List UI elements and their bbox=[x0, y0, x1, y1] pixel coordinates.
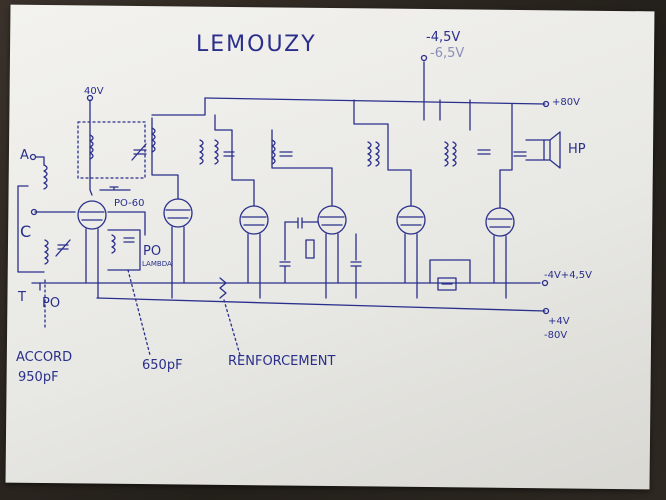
rail-plus4v bbox=[96, 297, 546, 312]
tube-2-legs bbox=[171, 226, 185, 299]
tube-6-grid bbox=[487, 218, 513, 228]
wire-c-loop bbox=[17, 185, 45, 273]
transformer-1 bbox=[367, 141, 380, 167]
pot-bias bbox=[437, 277, 457, 291]
cap-t4-in bbox=[284, 217, 319, 229]
cap-t2 bbox=[131, 143, 147, 161]
label-accord: ACCORD bbox=[16, 350, 73, 365]
tube-6-legs bbox=[493, 235, 507, 299]
tube-5-legs bbox=[404, 233, 418, 299]
box-lambda bbox=[107, 229, 141, 271]
transformer-2 bbox=[444, 141, 457, 167]
speaker-hp bbox=[543, 131, 561, 169]
terminal-plus4v bbox=[542, 307, 550, 315]
coil-t2 bbox=[151, 127, 156, 153]
cap-t5 bbox=[477, 149, 491, 155]
coil-po bbox=[111, 234, 116, 254]
tube-5-plate bbox=[353, 99, 412, 207]
tube-4-legs bbox=[325, 233, 339, 299]
tube-3 bbox=[239, 205, 269, 235]
coil-t3b bbox=[214, 139, 219, 165]
cap-po60 bbox=[99, 186, 131, 191]
cap-t4 bbox=[279, 151, 293, 157]
tube-1 bbox=[77, 200, 107, 230]
page-title: LEMOUZY bbox=[196, 32, 317, 57]
cap-ground-1 bbox=[279, 221, 291, 284]
tube-3-legs bbox=[247, 233, 261, 299]
label-plus80: +80V bbox=[552, 97, 580, 108]
label-po: PO bbox=[42, 296, 61, 311]
coil-accord bbox=[44, 239, 49, 265]
dash-box-1 bbox=[77, 121, 146, 179]
terminal-a bbox=[29, 153, 37, 161]
dash-650 bbox=[127, 269, 151, 356]
coil-antenna bbox=[43, 164, 48, 190]
label-renforcement: RENFORCEMENT bbox=[228, 354, 336, 369]
wire-a bbox=[35, 156, 45, 166]
tube-5 bbox=[396, 205, 426, 235]
tube-6-plate bbox=[499, 103, 513, 209]
label-top-voltage: -4,5V bbox=[426, 30, 461, 45]
rail-plus80 bbox=[204, 97, 546, 105]
wire-t5-top bbox=[439, 99, 471, 131]
resistor-t4 bbox=[305, 239, 315, 259]
wire-po-feed bbox=[107, 211, 146, 236]
cap-hp bbox=[513, 151, 527, 157]
tube-3-grid bbox=[241, 216, 267, 226]
tube-5-grid bbox=[398, 216, 424, 226]
coil-t4 bbox=[271, 139, 276, 165]
label-t: T bbox=[18, 290, 26, 305]
dash-renfo bbox=[223, 299, 241, 356]
label-hp: HP bbox=[568, 142, 586, 157]
tube-4 bbox=[317, 205, 347, 235]
tube-6 bbox=[485, 207, 515, 237]
tube-2 bbox=[163, 198, 193, 228]
label-lambda: LAMBDA bbox=[142, 260, 172, 268]
terminal-plus80 bbox=[542, 100, 550, 108]
tube-2-grid bbox=[165, 209, 191, 219]
resistor-renfo bbox=[219, 277, 227, 299]
terminal-minus45 bbox=[420, 54, 428, 62]
cap-ground-2 bbox=[350, 233, 362, 299]
label-top-voltage-faded: -6,5V bbox=[430, 46, 465, 61]
cap-t3 bbox=[223, 151, 235, 157]
wire-t2-top bbox=[151, 97, 206, 116]
label-40v: 40V bbox=[84, 86, 104, 97]
tube-4-plate bbox=[271, 129, 333, 207]
tube-2-plate bbox=[151, 117, 179, 200]
tube-3-plate bbox=[214, 114, 255, 207]
wire-hp bbox=[525, 139, 545, 161]
terminal-40v bbox=[86, 94, 94, 102]
label-650pf: 650pF bbox=[142, 358, 183, 373]
wire-bias bbox=[429, 259, 471, 284]
label-a: A bbox=[20, 148, 29, 163]
coil-40v bbox=[89, 134, 94, 160]
cap-accord bbox=[55, 239, 71, 257]
tube-1-grid bbox=[79, 211, 105, 221]
coil-t3a bbox=[199, 139, 204, 165]
label-plus4v: +4V bbox=[548, 316, 570, 327]
label-950pf: 950pF bbox=[18, 370, 59, 385]
label-minus80v: -80V bbox=[544, 330, 568, 341]
terminal-c bbox=[30, 208, 38, 216]
label-po-right: PO bbox=[143, 244, 162, 259]
terminal-minus4v bbox=[541, 279, 549, 287]
label-po60: PO-60 bbox=[114, 198, 145, 209]
label-c: C bbox=[20, 222, 32, 241]
tube-1-legs bbox=[85, 228, 99, 299]
tube-4-grid bbox=[319, 216, 345, 226]
wire-40v bbox=[89, 99, 93, 196]
label-minus4v: -4V+4,5V bbox=[544, 270, 592, 281]
cap-po bbox=[123, 237, 135, 243]
